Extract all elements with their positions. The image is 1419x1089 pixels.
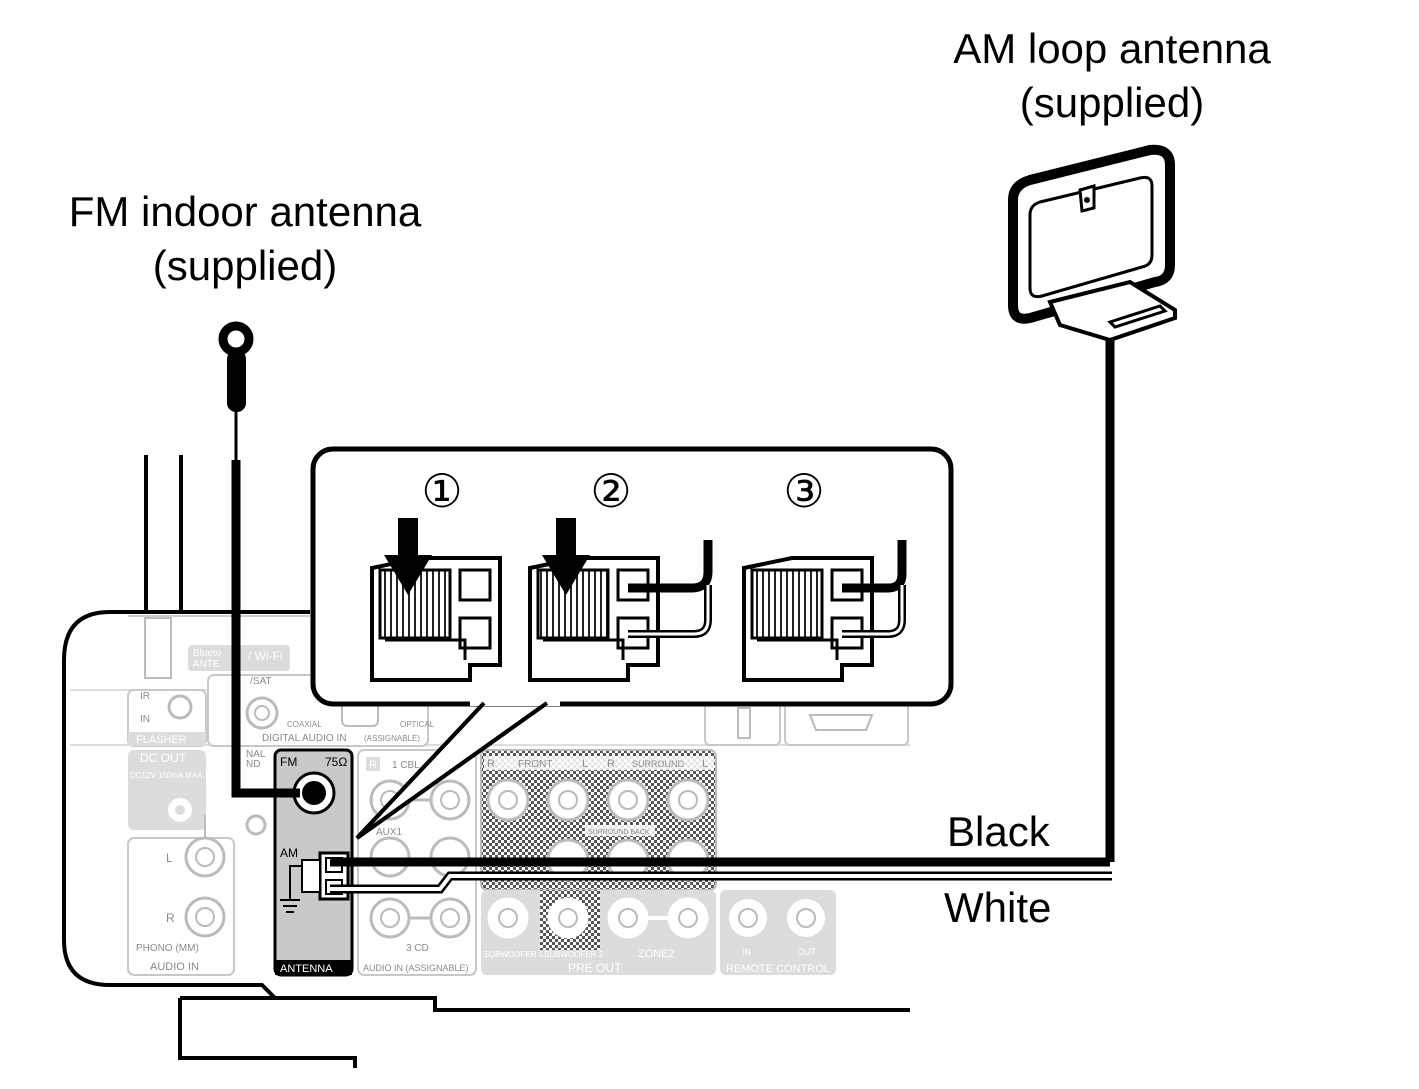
sat-label: /SAT: [250, 676, 271, 687]
surround-back-label: SURROUND BACK: [588, 829, 650, 836]
surround-l-label: L: [702, 758, 708, 770]
am-antenna-title: AM loop antenna: [953, 25, 1271, 72]
cd-label: 3 CD: [406, 943, 429, 954]
phono-label: PHONO (MM): [136, 943, 199, 954]
digital-audio-in-label: DIGITAL AUDIO IN: [262, 733, 346, 744]
pre-out-label: PRE OUT: [568, 961, 622, 975]
step-1-number: ①: [421, 465, 462, 517]
ground-label: ND: [246, 759, 260, 770]
am-terminal-label: AM: [280, 846, 298, 860]
dc-spec-label: DC12V 150mA MAX.: [130, 771, 205, 780]
am-loop-antenna: [330, 144, 1177, 894]
fm-antenna-title: FM indoor antenna: [68, 188, 422, 235]
surround-r-label: R: [607, 758, 615, 770]
ir-label: IR: [140, 691, 150, 702]
cbl-label: 1 CBL: [392, 760, 420, 771]
black-wire-label: Black: [947, 808, 1050, 855]
bluetooth-label: Blueto: [193, 648, 222, 659]
fm-antenna-label: FM indoor antenna (supplied): [45, 185, 445, 293]
am-antenna-label: AM loop antenna (supplied): [912, 22, 1312, 130]
phono-l-label: L: [166, 851, 173, 865]
step-3-number: ③: [783, 465, 824, 517]
fm-terminal-label: FM: [280, 755, 297, 769]
signal-ground-label: NAL: [246, 749, 266, 760]
front-r-label: R: [487, 758, 495, 770]
in-label: IN: [140, 714, 150, 725]
front-l-label: L: [582, 758, 588, 770]
audio-in-assignable-label: AUDIO IN (ASSIGNABLE): [363, 963, 469, 973]
subwoofer2-label: SUBWOOFER 2: [544, 950, 604, 959]
aux1-label: AUX1: [376, 827, 403, 838]
step-3-terminal: [742, 540, 907, 682]
step-1-terminal: [370, 518, 502, 682]
phono-r-label: R: [166, 911, 175, 925]
step-2-terminal: [528, 518, 713, 682]
antenna-block-label: ANTENNA: [280, 963, 333, 975]
subwoofer1-label: SUBWOOFER 1: [484, 950, 544, 959]
ante-label: ANTE: [193, 659, 220, 670]
cbl-r-label: R: [369, 759, 377, 771]
zone2-label: ZONE2: [638, 948, 675, 960]
procedure-callout: ① ② ③: [310, 446, 954, 840]
phono-audio-in-label: AUDIO IN: [150, 961, 199, 973]
optical-label: OPTICAL: [400, 720, 435, 729]
ohm-label: 75Ω: [325, 755, 347, 769]
white-wire-label: White: [944, 884, 1052, 931]
flasher-label: FLASHER: [136, 734, 187, 746]
fm-indoor-antenna: [218, 321, 300, 798]
dc-out-label: DC OUT: [140, 751, 187, 765]
front-label: FRONT: [518, 759, 552, 770]
coaxial-label: COAXIAL: [287, 720, 322, 729]
am-antenna-supplied: (supplied): [1019, 79, 1205, 126]
wifi-label: / Wi-Fi: [248, 649, 283, 663]
remote-control-label: REMOTE CONTROL: [726, 963, 830, 975]
step-2-number: ②: [590, 465, 631, 517]
surround-label: SURROUND: [632, 759, 685, 769]
digital-assignable-label: (ASSIGNABLE): [364, 734, 420, 743]
rc-out-label: OUT: [797, 947, 817, 957]
rc-in-label: IN: [742, 947, 751, 957]
fm-antenna-supplied: (supplied): [152, 242, 338, 289]
